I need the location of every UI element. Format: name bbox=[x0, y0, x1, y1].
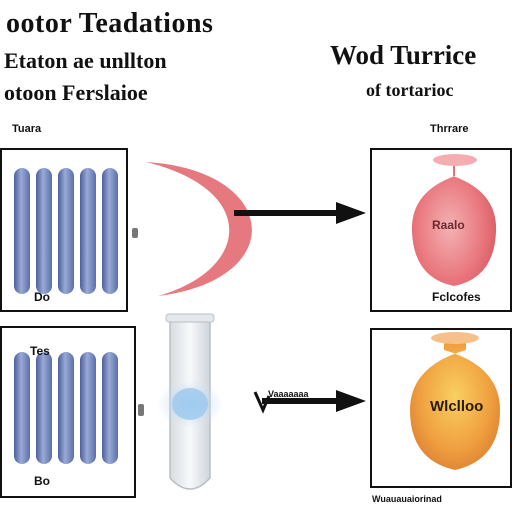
top-arrow bbox=[234, 202, 366, 224]
bottom-arrow-label: Vaaaaaaa bbox=[268, 389, 309, 399]
coil-ring bbox=[80, 352, 96, 464]
top-right-panel-label: Thrrare bbox=[430, 123, 469, 135]
bottom-caption: Wuauauaiorinad bbox=[372, 494, 442, 504]
coil-ring bbox=[58, 352, 74, 464]
top-left-inner-label: Do bbox=[34, 290, 50, 304]
coil-ring bbox=[102, 168, 118, 294]
pink-flask bbox=[411, 154, 497, 286]
top-coil-group bbox=[14, 168, 118, 294]
coil-ring bbox=[14, 352, 30, 464]
header-title-left-line3: otoon Ferslaioe bbox=[4, 80, 148, 105]
coil-ring bbox=[14, 168, 30, 294]
coil-ring bbox=[58, 168, 74, 294]
header-title-right-line1: Wod Turrice bbox=[330, 40, 477, 70]
bottom-left-side-label: Tes bbox=[30, 344, 50, 358]
connector-knob bbox=[132, 228, 138, 238]
connector-knob bbox=[138, 404, 144, 416]
test-tube bbox=[156, 313, 224, 490]
coil-ring bbox=[36, 168, 52, 294]
top-arrow-label: ··· bbox=[310, 210, 318, 219]
bottom-left-inner-label: Bo bbox=[34, 474, 50, 488]
pink-flask-text: Raalo bbox=[432, 218, 465, 232]
pink-flask-caption: Fclcofes bbox=[432, 290, 481, 304]
orange-flask bbox=[410, 332, 500, 470]
bottom-arrow bbox=[253, 390, 366, 414]
orange-flask-text: Wlclloo bbox=[430, 398, 484, 415]
coil-ring bbox=[102, 352, 118, 464]
bottom-coil-group bbox=[14, 352, 118, 464]
coil-ring bbox=[80, 168, 96, 294]
top-left-panel-label: Tuara bbox=[12, 123, 42, 135]
header-title-left-line1: ootor Teadations bbox=[6, 8, 214, 39]
header-title-right-line2: of tortarioc bbox=[366, 80, 454, 100]
header-title-left-line2: Etaton ae unllton bbox=[4, 48, 167, 73]
coil-ring bbox=[36, 352, 52, 464]
curved-flow-arc bbox=[146, 162, 252, 296]
